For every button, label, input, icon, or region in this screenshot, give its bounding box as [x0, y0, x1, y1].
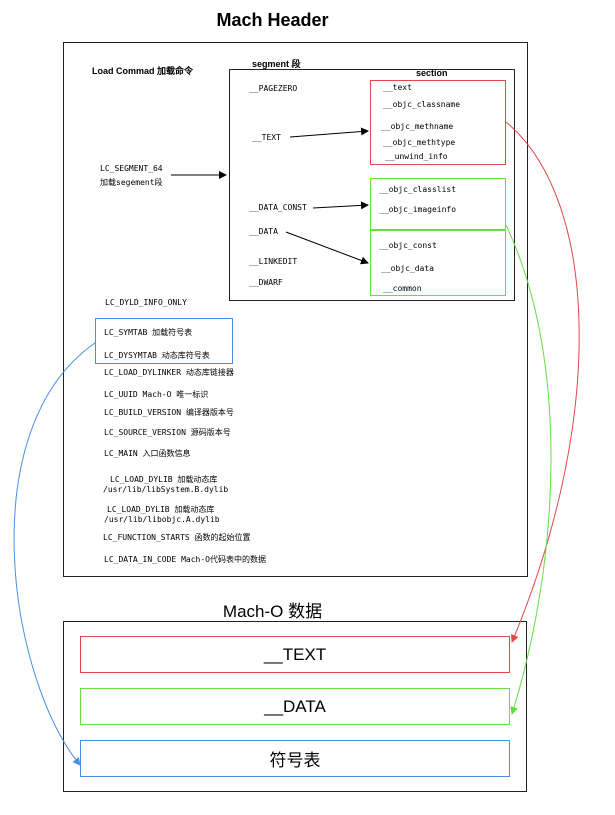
cmd-load-dylib-1: LC_LOAD_DYLIB 加载动态库 [110, 475, 218, 484]
arrow-data-to-sections [285, 231, 369, 265]
segment-text: __TEXT [252, 133, 281, 142]
arrow-symtab-to-macho-symbol [13, 342, 96, 766]
section-objc-classlist: __objc_classlist [379, 185, 457, 194]
segment-dwarf: __DWARF [249, 278, 283, 287]
cmd-main: LC_MAIN 入口函数信息 [104, 449, 191, 458]
macho-symbol-label: 符号表 [269, 751, 321, 770]
arrow-data-const-to-sections [312, 201, 369, 210]
cmd-load-dylib-1-path: /usr/lib/libSystem.B.dylib [103, 485, 229, 494]
segment-pagezero: __PAGEZERO [249, 84, 298, 93]
arrow-text-to-sections [289, 127, 369, 138]
mach-header-title: Mach Header [216, 10, 329, 30]
cmd-dyld-info-only: LC_DYLD_INFO_ONLY [105, 298, 187, 307]
segment-data: __DATA [249, 227, 278, 236]
cmd-function-starts: LC_FUNCTION_STARTS 函数的起始位置 [103, 533, 251, 542]
cmd-load-dylib-2: LC_LOAD_DYLIB 加载动态库 [107, 505, 215, 514]
macho-data-box [63, 621, 527, 792]
text-section-group [370, 80, 506, 165]
macho-text-label: __TEXT [263, 644, 327, 664]
cmd-load-dylib-2-path: /usr/lib/libobjc.A.dylib [104, 515, 220, 524]
section-common: __common [383, 284, 422, 293]
section-objc-methname: __objc_methname [381, 122, 454, 131]
macho-data-block: __DATA [80, 688, 510, 725]
data-const-section-group [370, 178, 506, 230]
cmd-data-in-code: LC_DATA_IN_CODE Mach-O代码表中的数据 [104, 555, 266, 564]
section-unwind-info: __unwind_info [385, 152, 448, 161]
cmd-uuid: LC_UUID Mach-O 唯一标识 [104, 390, 209, 399]
arrow-data-sections-to-macho-data [505, 224, 552, 715]
cmd-segment64-desc: 加载segement段 [100, 178, 163, 187]
cmd-dysymtab: LC_DYSYMTAB 动态库符号表 [104, 351, 210, 360]
data-section-group [370, 230, 506, 296]
section-objc-imageinfo: __objc_imageinfo [379, 205, 457, 214]
macho-text-block: __TEXT [80, 636, 510, 673]
section-objc-data: __objc_data [381, 264, 434, 273]
cmd-build-version: LC_BUILD_VERSION 编译器版本号 [104, 408, 234, 417]
section-objc-classname: __objc_classname [383, 100, 461, 109]
macho-data-label: __DATA [264, 696, 326, 716]
cmd-symtab: LC_SYMTAB 加载符号表 [104, 328, 193, 337]
symtab-group-box [95, 318, 233, 364]
segment-box [229, 69, 515, 301]
arrow-text-sections-to-macho-text [505, 121, 580, 643]
section-objc-methtype: __objc_methtype [383, 138, 456, 147]
section-label: section [416, 68, 448, 78]
cmd-load-dylinker: LC_LOAD_DYLINKER 动态库链接器 [104, 368, 234, 377]
cmd-source-version: LC_SOURCE_VERSION 源码版本号 [104, 428, 231, 437]
load-command-label: Load Commad 加载命令 [92, 66, 194, 76]
macho-data-title: Mach-O 数据 [222, 602, 323, 621]
section-text: __text [383, 83, 412, 92]
cmd-segment64: LC_SEGMENT_64 [100, 164, 163, 173]
segment-data-const: __DATA_CONST [249, 203, 307, 212]
segment-linkedit: __LINKEDIT [249, 257, 298, 266]
section-objc-const: __objc_const [379, 241, 437, 250]
load-commands-box [63, 42, 528, 577]
segment-label: segment 段 [252, 59, 301, 69]
